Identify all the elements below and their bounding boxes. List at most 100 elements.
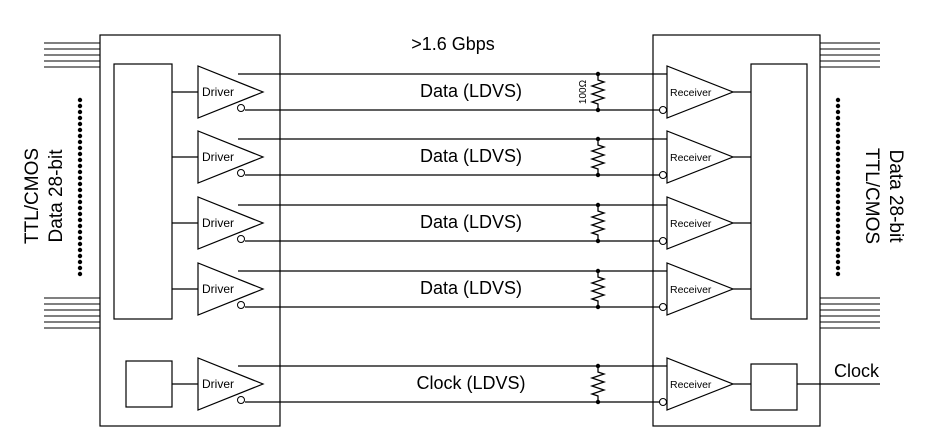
right-bus-label-line2: Data 28-bit xyxy=(885,150,906,244)
bus-dot xyxy=(77,241,83,247)
channel-label: Clock (LDVS) xyxy=(416,373,525,393)
bus-dot xyxy=(77,145,83,151)
bus-dot xyxy=(835,241,841,247)
left-bus-pins-bottom xyxy=(44,297,100,329)
bus-dot xyxy=(835,199,841,205)
left-bus-dots xyxy=(77,97,83,277)
channel-4: Driver Data (LDVS) Receiver xyxy=(172,262,751,316)
left-bus-pins-top xyxy=(44,42,100,68)
driver-inverting-bubble xyxy=(237,235,245,243)
driver-label: Driver xyxy=(202,377,234,391)
receiver-inverting-bubble xyxy=(659,106,667,114)
junction-dot xyxy=(595,238,601,244)
bus-dot xyxy=(835,229,841,235)
receiver-triangle xyxy=(666,196,735,250)
driver-label: Driver xyxy=(202,85,234,99)
bus-dot xyxy=(835,109,841,115)
junction-dot xyxy=(595,399,601,405)
receiver-label: Receiver xyxy=(670,218,712,230)
junction-dot xyxy=(595,304,601,310)
bus-dot xyxy=(77,97,83,103)
bus-dot xyxy=(835,115,841,121)
termination-resistor xyxy=(589,366,607,402)
junction-dot xyxy=(595,71,601,77)
bus-dot xyxy=(77,127,83,133)
bus-dot xyxy=(77,103,83,109)
receiver-inverting-bubble xyxy=(659,237,667,245)
bus-dot xyxy=(835,193,841,199)
receiver-inverting-bubble xyxy=(659,303,667,311)
termination-resistor xyxy=(589,205,607,241)
bus-dot xyxy=(77,169,83,175)
bus-dot xyxy=(835,247,841,253)
termination-resistor xyxy=(589,139,607,175)
bus-dot xyxy=(835,103,841,109)
bus-dot xyxy=(835,205,841,211)
junction-dot xyxy=(595,172,601,178)
driver-triangle xyxy=(197,65,265,119)
bus-dot xyxy=(77,247,83,253)
resistor-value-label: 100Ω xyxy=(578,79,589,104)
bus-dot xyxy=(835,253,841,259)
right-bus-dots xyxy=(835,97,841,277)
bus-dot xyxy=(77,163,83,169)
bus-dot xyxy=(77,253,83,259)
receiver-triangle xyxy=(666,357,735,411)
left-bus-label-line1: TTL/CMOS xyxy=(22,148,43,244)
bus-dot xyxy=(77,175,83,181)
driver-label: Driver xyxy=(202,216,234,230)
right-bus-pins-bottom xyxy=(820,297,880,329)
junction-dot xyxy=(595,136,601,142)
receiver-triangle xyxy=(666,130,735,184)
bus-dot xyxy=(835,127,841,133)
channel-3: Driver Data (LDVS) Receiver xyxy=(172,196,751,250)
bus-dot xyxy=(77,187,83,193)
bus-dot xyxy=(835,163,841,169)
driver-label: Driver xyxy=(202,282,234,296)
bus-dot xyxy=(835,217,841,223)
receiver-inverting-bubble xyxy=(659,398,667,406)
clock-output-label: Clock xyxy=(834,361,880,381)
bus-dot xyxy=(835,121,841,127)
bus-dot xyxy=(77,157,83,163)
left-bus-label-line2: Data 28-bit xyxy=(46,149,67,243)
bus-dot xyxy=(835,271,841,277)
tx-clock-block xyxy=(125,360,173,408)
bus-dot xyxy=(77,217,83,223)
rx-clock-block xyxy=(750,363,798,411)
bus-dot xyxy=(77,211,83,217)
bus-dot xyxy=(77,193,83,199)
bus-dot xyxy=(77,229,83,235)
channel-label: Data (LDVS) xyxy=(420,278,522,298)
bus-dot xyxy=(835,211,841,217)
driver-triangle xyxy=(197,262,265,316)
driver-label: Driver xyxy=(202,150,234,164)
bus-dot xyxy=(835,223,841,229)
serializer-block xyxy=(113,63,173,320)
bus-dot xyxy=(835,265,841,271)
bus-dot xyxy=(835,97,841,103)
driver-inverting-bubble xyxy=(237,169,245,177)
bus-dot xyxy=(77,181,83,187)
bus-dot xyxy=(77,133,83,139)
bus-dot xyxy=(77,265,83,271)
bus-dot xyxy=(77,271,83,277)
receiver-triangle xyxy=(666,262,735,316)
bus-dot xyxy=(835,187,841,193)
receiver-label: Receiver xyxy=(670,284,712,296)
channel-label: Data (LDVS) xyxy=(420,212,522,232)
receiver-inverting-bubble xyxy=(659,171,667,179)
bus-dot xyxy=(835,181,841,187)
driver-triangle xyxy=(197,196,265,250)
bus-dot xyxy=(835,235,841,241)
bus-dot xyxy=(77,259,83,265)
bus-dot xyxy=(77,151,83,157)
bus-dot xyxy=(835,139,841,145)
termination-resistor xyxy=(589,74,607,110)
channel-label: Data (LDVS) xyxy=(420,146,522,166)
